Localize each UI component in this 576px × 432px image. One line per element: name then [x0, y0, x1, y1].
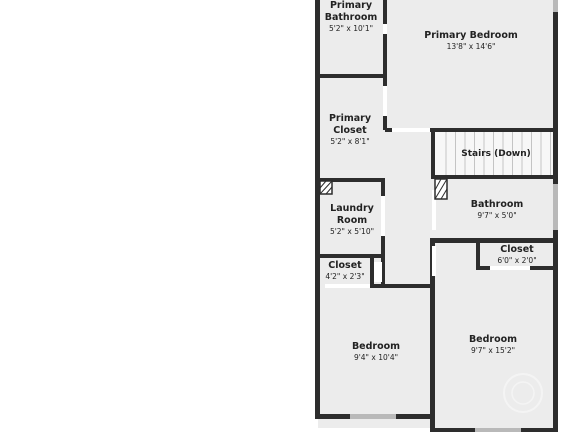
stairs: [434, 132, 553, 175]
room-name: Laundry: [330, 203, 374, 214]
room-name: Room: [337, 215, 367, 226]
windows: [350, 0, 558, 432]
room-name: Bedroom: [352, 341, 400, 352]
room-name: Primary Bedroom: [424, 30, 518, 41]
circular-logo-icon: [503, 373, 543, 413]
room-name: Primary: [330, 0, 373, 11]
label-stairs: Stairs (Down): [461, 149, 530, 159]
stair-treads: [445, 132, 551, 175]
hatched-square-icon: [319, 178, 448, 200]
room-dimensions: 5'2" x 8'1": [330, 137, 369, 146]
room-dimensions: 9'7" x 15'2": [471, 346, 515, 355]
room-name: Closet: [333, 125, 367, 136]
room-name: Closet: [500, 244, 534, 255]
room-dimensions: 9'7" x 5'0": [477, 211, 516, 220]
room-name: Primary: [329, 113, 372, 124]
room-name: Stairs (Down): [461, 149, 530, 159]
room-name: Bathroom: [471, 199, 524, 210]
room-dimensions: 5'2" x 10'1": [329, 24, 373, 33]
room-dimensions: 13'8" x 14'6": [447, 42, 496, 51]
room-dimensions: 4'2" x 2'3": [325, 272, 364, 281]
room-name: Bathroom: [325, 12, 378, 23]
room-dimensions: 9'4" x 10'4": [354, 353, 398, 362]
door-openings: [325, 24, 530, 288]
room-dimensions: 6'0" x 2'0": [497, 256, 536, 265]
room-dimensions: 5'2" x 5'10": [330, 227, 374, 236]
room-name: Bedroom: [469, 334, 517, 345]
room-name: Closet: [328, 260, 362, 271]
floor-area: [318, 0, 556, 428]
